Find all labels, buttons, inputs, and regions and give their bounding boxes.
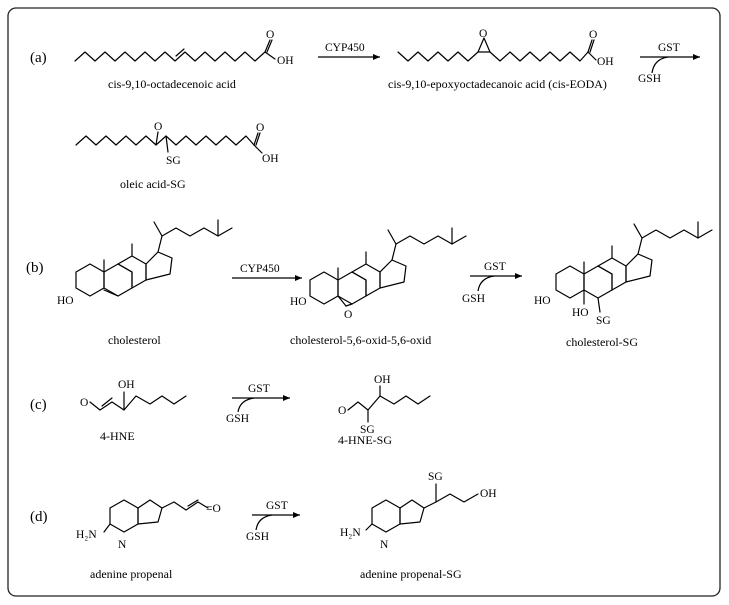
panel-d: (d) =O H₂N N adenine propenal GST GSH SG… [30, 471, 497, 581]
panel-a-label: (a) [30, 50, 47, 66]
hne-sg-sg: SG [360, 424, 375, 436]
adenine-n: N [118, 539, 127, 551]
epoxide-o: O [344, 309, 352, 321]
hne-oh: OH [118, 379, 135, 391]
cholesterol-epoxide-structure: O HO [290, 227, 467, 321]
cis-eoda-structure: O O OH [397, 28, 614, 68]
cholesterol-sg-ho1: HO [534, 295, 551, 307]
oleic-acid-structure: O OH [74, 29, 294, 67]
panel-b-label: (b) [26, 260, 44, 276]
oleic-acid-carbonyl-o: O [266, 29, 274, 41]
hne-aldehyde-o: O [80, 397, 88, 409]
figure-frame [7, 7, 721, 597]
panel-d-substrate-name: adenine propenal [90, 567, 173, 581]
panel-d-enzyme: GST [266, 500, 288, 512]
adenine-sg-oh: OH [480, 488, 497, 500]
panel-b-intermediate-name: cholesterol-5,6-oxid-5,6-oxid [290, 333, 431, 347]
adenine-sg-sg: SG [428, 471, 443, 483]
oleic-acid-oh: OH [277, 55, 294, 67]
curved-cofactor-arrow [255, 514, 273, 531]
hne-sg-oh: OH [374, 374, 391, 386]
oleic-sg-sg: SG [166, 155, 181, 167]
epoxide-ho: HO [290, 296, 307, 308]
oleic-sg-oh: OH [262, 153, 279, 165]
curved-cofactor-arrow [477, 275, 495, 292]
panel-c-substrate-name: 4-HNE [100, 429, 135, 443]
panel-a: (a) O OH cis-9,10-octadecenoic acid CYP4… [30, 28, 700, 191]
adenine-propenal-structure: =O H₂N N [76, 499, 221, 551]
panel-a-enzyme1: CYP450 [325, 42, 365, 54]
panel-a-product-name: oleic acid-SG [120, 177, 186, 191]
panel-d-label: (d) [30, 509, 48, 525]
panel-d-cofactor: GSH [246, 531, 269, 543]
adenine-propenal-sg-structure: SG OH H₂N N [340, 471, 497, 551]
epoxide-o: O [479, 28, 487, 40]
hne-structure: O OH [80, 379, 187, 411]
adenine-sg-n: N [380, 539, 389, 551]
propenal-eq-o: =O [206, 503, 221, 515]
panel-c-label: (c) [30, 397, 47, 413]
eoda-oh: OH [597, 56, 614, 68]
adenine-sg-nh2: H₂N [340, 527, 361, 539]
oleic-sg-carbonyl-o: O [256, 122, 264, 134]
panel-a-cofactor: GSH [638, 73, 661, 85]
panel-a-enzyme2: GST [658, 42, 680, 54]
oleic-acid-sg-structure: O SG O OH [75, 121, 279, 167]
cholesterol-structure: HO [57, 219, 233, 307]
cholesterol-sg-sg: SG [596, 315, 611, 327]
panel-c-product-name: 4-HNE-SG [338, 433, 392, 447]
panel-a-intermediate-name: cis-9,10-epoxyoctadecanoic acid (cis-EOD… [388, 77, 607, 91]
panel-c-cofactor: GSH [226, 413, 249, 425]
panel-d-product-name: adenine propenal-SG [360, 567, 462, 581]
panel-b-enzyme2: GST [484, 261, 506, 273]
cholesterol-ho: HO [57, 295, 74, 307]
panel-a-substrate-name: cis-9,10-octadecenoic acid [108, 77, 236, 91]
adenine-nh2: H₂N [76, 529, 97, 541]
eoda-carbonyl-o: O [589, 29, 597, 41]
panel-c: (c) O OH 4-HNE GST GSH O SG OH 4-HNE-SG [30, 374, 431, 447]
hne-sg-aldehyde-o: O [338, 405, 346, 417]
panel-b: (b) HO cholesterol CYP450 O HO cholester… [26, 219, 713, 349]
curved-cofactor-arrow [651, 56, 669, 74]
panel-c-enzyme: GST [248, 383, 270, 395]
hne-sg-structure: O SG OH [338, 374, 431, 436]
cholesterol-sg-structure: HO HO SG [534, 221, 713, 327]
oleic-sg-o: O [154, 121, 162, 133]
curved-cofactor-arrow [237, 397, 255, 413]
cholesterol-sg-ho2: HO [572, 307, 589, 319]
panel-b-enzyme1: CYP450 [240, 263, 280, 275]
panel-b-product-name: cholesterol-SG [566, 335, 638, 349]
panel-b-substrate-name: cholesterol [108, 333, 161, 347]
panel-b-cofactor: GSH [462, 293, 485, 305]
